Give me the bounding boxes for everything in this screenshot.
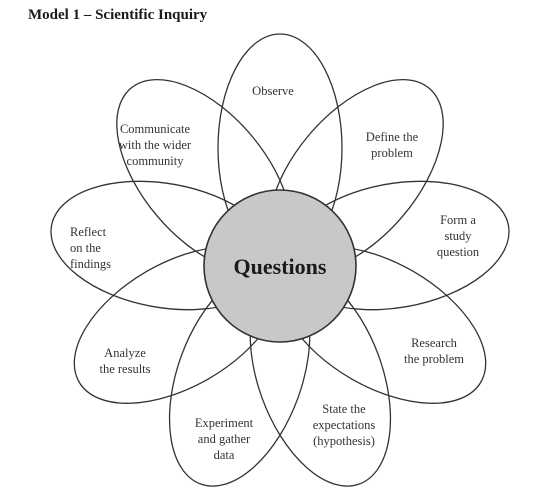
step-label-line: study [444,229,472,243]
step-label-line: Research [411,336,458,350]
step-label-reflect: Reflect on the findings [70,225,111,271]
step-label-line: Observe [252,84,294,98]
step-label-define: Define the problem [366,130,419,160]
questions-hub-label: Questions [234,254,327,279]
step-label-communicate: Communicate with the wider community [119,122,192,168]
step-label-line: Define the [366,130,419,144]
step-label-line: State the [322,402,366,416]
questions-hub-circle [203,189,357,343]
step-label-line: problem [371,146,413,160]
step-label-line: expectations [313,418,376,432]
step-label-line: the results [99,362,150,376]
step-label-line: and gather [198,432,251,446]
step-label-line: on the [70,241,101,255]
step-label-line: data [214,448,235,462]
step-label-form: Form a study question [437,213,480,259]
step-label-line: Form a [440,213,476,227]
step-label-line: Experiment [195,416,254,430]
step-label-analyze: Analyze the results [99,346,150,376]
step-label-research: Research the problem [404,336,464,366]
step-label-line: question [437,245,480,259]
step-label-line: with the wider [119,138,192,152]
step-label-observe: Observe [252,84,294,98]
step-label-line: Communicate [120,122,191,136]
step-label-line: the problem [404,352,464,366]
step-label-line: Analyze [104,346,146,360]
step-label-state: State the expectations (hypothesis) [313,402,376,448]
step-label-experiment: Experiment and gather data [195,416,254,462]
step-label-line: (hypothesis) [313,434,375,448]
diagram-title: Model 1 – Scientific Inquiry [28,7,208,23]
step-label-line: community [127,154,185,168]
step-label-line: findings [70,257,111,271]
step-label-line: Reflect [70,225,107,239]
